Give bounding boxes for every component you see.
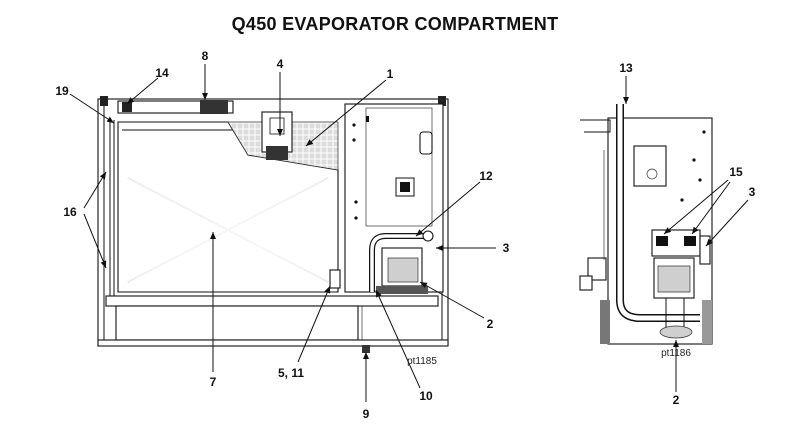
side-clip [699,235,711,265]
diagram-title: Q450 EVAPORATOR COMPARTMENT [231,14,559,34]
hose-fitting [422,230,434,242]
callout-8: 8 [202,49,209,63]
figure-id-side: pt1186 [661,348,691,359]
figure-id-front: pt1185 [407,356,437,367]
callout-12: 12 [479,169,493,183]
sump [115,305,359,341]
callout-14: 14 [155,66,169,80]
callout-15: 15 [729,165,743,179]
water-trough [105,295,439,307]
callout-9: 9 [363,407,370,421]
callout-7: 7 [210,375,217,389]
callout-5-11: 5, 11 [278,366,304,380]
side-view [579,104,713,345]
top-clip [200,100,228,114]
callout-4: 4 [277,57,284,71]
callout-labels: 8 4 1 14 19 16 7 5, 11 9 10 2 3 12 13 15… [55,49,755,421]
callout-3-side: 3 [749,185,756,199]
side-bracket [633,145,667,187]
callout-1: 1 [387,67,394,81]
front-view [97,96,449,353]
callout-2-front: 2 [487,317,494,331]
base-rail [97,339,449,347]
callout-13: 13 [619,61,633,75]
callout-2-side: 2 [673,393,680,407]
callout-16: 16 [63,205,77,219]
callout-19: 19 [55,84,69,98]
callout-3-front: 3 [503,241,510,255]
leader-lines [69,64,749,402]
callout-10: 10 [419,389,433,403]
drain-fitting [362,345,370,353]
switch-icon [400,182,410,192]
corner-bracket [122,102,132,112]
